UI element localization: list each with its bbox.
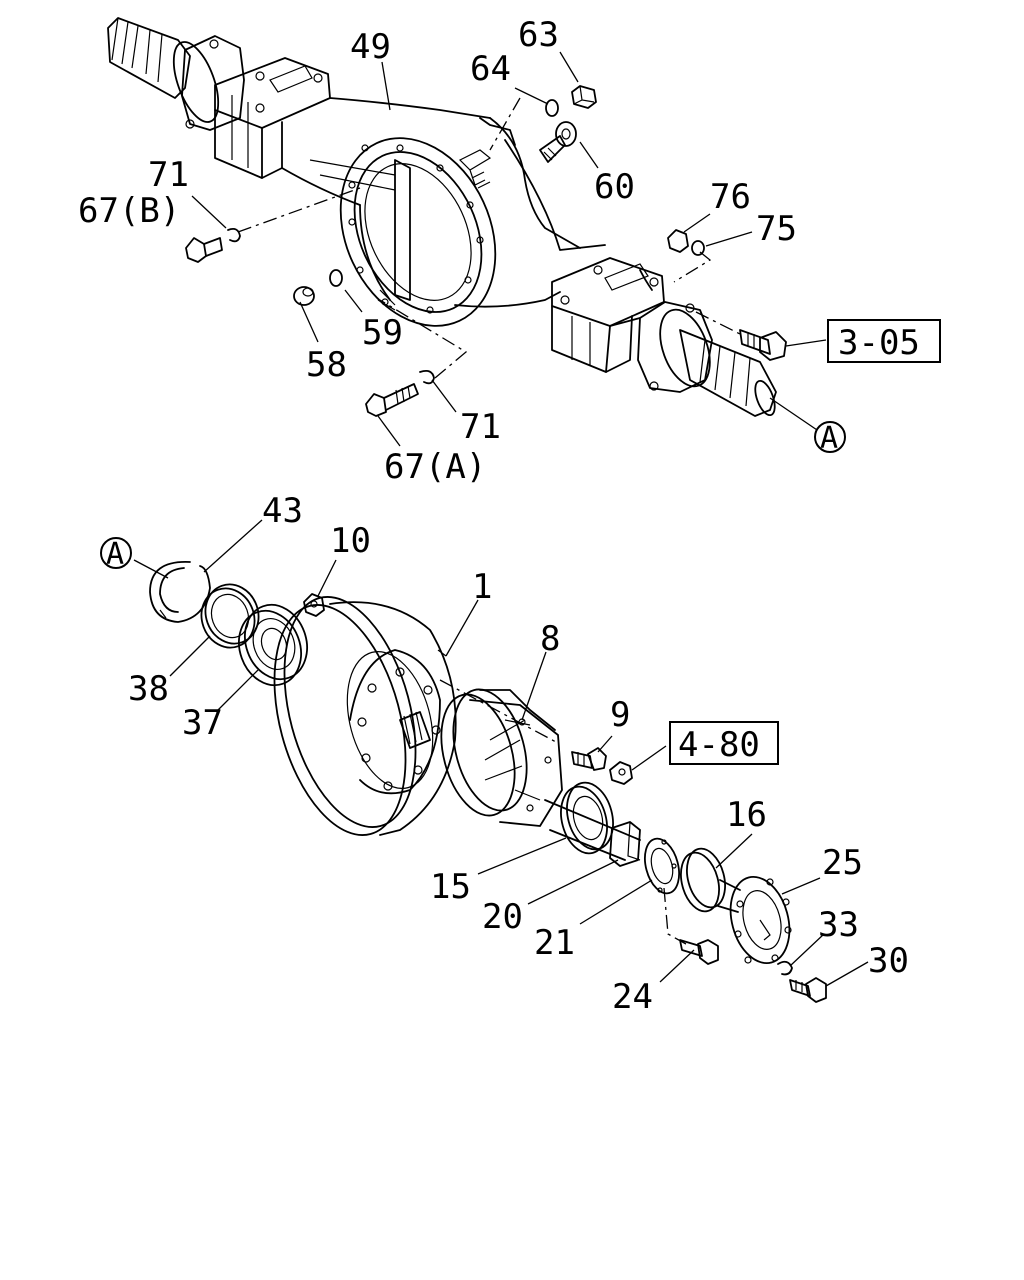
part-67b-bolt [185,237,223,263]
part-59-ring [329,269,343,287]
callout-8: 8 [540,619,560,659]
callout-59: 59 [362,313,403,353]
ref-4-80-label: 4-80 [678,725,760,765]
callout-64: 64 [470,49,511,89]
part-4-80-nut [609,761,633,785]
part-3-05-bolt [739,329,787,361]
callout-43: 43 [262,491,303,531]
part-21-plate [644,837,680,895]
part-63-plug [571,85,597,109]
marker-a-upper-label: A [820,421,838,456]
callout-60: 60 [594,167,635,207]
callout-25: 25 [822,843,863,883]
callout-9: 9 [610,695,630,735]
leaders-upper [191,51,827,447]
marker-a-upper: A [814,421,846,456]
part-60-breather [539,121,577,163]
marker-a-lower-label: A [106,537,124,572]
callout-63: 63 [518,15,559,55]
ref-box-3-05[interactable]: 3-05 [827,319,941,363]
callout-30: 30 [868,941,909,981]
callout-33: 33 [818,905,859,945]
callout-67a: 67(A) [384,447,486,487]
part-75-washer [691,240,705,256]
part-67a-bolt [365,383,419,417]
callout-10: 10 [330,521,371,561]
part-15-bearing [560,781,614,855]
callout-75: 75 [756,209,797,249]
axle-housing [107,17,777,417]
callout-67b: 67(B) [78,191,180,231]
ref-box-4-80[interactable]: 4-80 [669,721,779,765]
callout-15: 15 [430,867,471,907]
part-33-washer [777,960,793,976]
callout-58: 58 [306,345,347,385]
callout-71-lower: 71 [460,407,501,447]
callout-21: 21 [534,923,575,963]
callout-labels: 49 63 64 60 71 67(B) 76 75 59 58 71 67(A… [78,15,909,1017]
part-71-washer-upper [227,227,241,243]
callout-38: 38 [128,669,169,709]
part-16-seal [680,847,741,913]
callout-37: 37 [182,703,223,743]
callout-76: 76 [710,177,751,217]
callout-49: 49 [350,27,391,67]
part-37-bearing [238,603,308,687]
part-24-bolt [679,939,719,965]
callout-16: 16 [726,795,767,835]
leaders-lower [133,519,869,987]
part-43-snap-ring [149,561,211,623]
part-20-lock [609,821,641,867]
part-25-cap [729,875,792,965]
part-1-brake-drum [273,596,457,836]
callout-20: 20 [482,897,523,937]
part-58-nut [293,286,315,306]
callout-1: 1 [472,567,492,607]
part-38-seal [200,583,260,649]
part-8-hub [440,688,641,861]
part-64-washer [545,99,559,117]
marker-a-lower: A [100,537,132,572]
callout-24: 24 [612,977,653,1017]
part-30-bolt [789,977,827,1003]
part-71-washer-lower [419,369,435,385]
callout-71-upper: 71 [148,155,189,195]
part-76-nut [667,229,689,253]
ref-3-05-label: 3-05 [838,323,920,363]
part-9-bolt [571,747,607,771]
